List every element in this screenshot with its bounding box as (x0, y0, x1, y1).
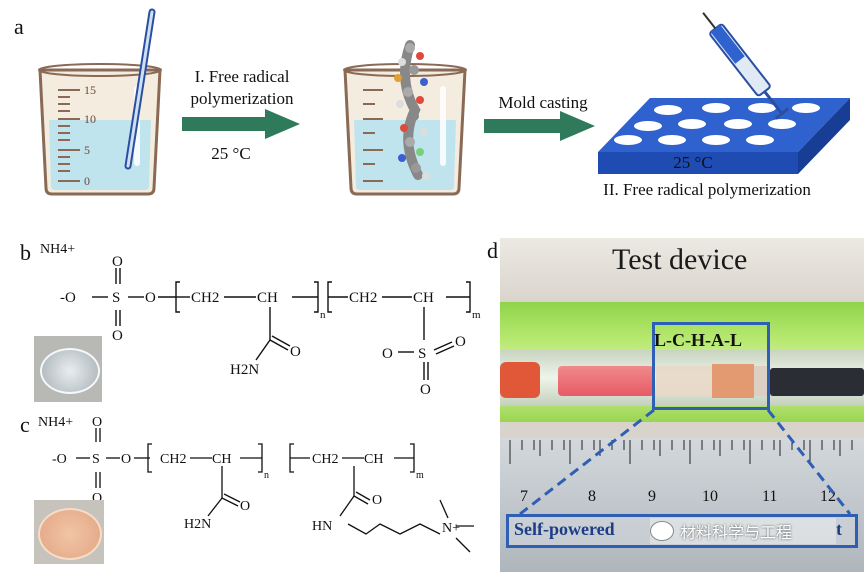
step1-label-line1: I. Free radical (194, 67, 290, 86)
step3-label: II. Free radical polymerization (603, 180, 811, 199)
zoom-lines (519, 408, 852, 516)
caption-box (506, 514, 858, 548)
panel-letter-c: c (20, 412, 30, 437)
b-amide-nh2: H2N (230, 362, 259, 378)
caption-tail: t (836, 519, 842, 539)
step2-label: Mold casting (498, 93, 588, 112)
panel-letter-b: b (20, 240, 31, 265)
c-counter-ion: NH4+ (38, 415, 74, 430)
b-sulfur-1: S (112, 290, 120, 306)
beaker-2 (343, 40, 467, 196)
c-oxygen-top: O (92, 415, 102, 430)
b-counter-ion: NH4+ (40, 242, 76, 257)
b-ch-2: CH (413, 290, 434, 306)
step1-temperature: 25 °C (211, 144, 251, 163)
ruler-11: 11 (762, 488, 778, 505)
ruler-8: 8 (588, 488, 596, 505)
beaker-tick-5: 5 (84, 143, 90, 157)
layer-label: L-C-H-A-L (654, 330, 742, 350)
syringe-icon (702, 12, 790, 120)
b-subscript-m: m (472, 309, 481, 321)
hydrogel-photo-clear (34, 336, 102, 402)
c-sulfonate-head: -O (52, 452, 67, 467)
b-sulfur-2: S (418, 346, 426, 362)
c-amide2-oxygen: O (372, 493, 382, 508)
b-oxygen-bottom: O (112, 328, 123, 344)
beaker-tick-0: 0 (84, 174, 90, 188)
panel-c-structure: -O S O O O CH2 CH n O H2N CH2 CH m O HN … (52, 415, 474, 553)
test-device-photo: 7 8 9 10 11 12 (500, 238, 864, 572)
c-ch-2: CH (364, 452, 383, 467)
ruler-scale (509, 440, 853, 464)
beaker-tick-15: 15 (84, 83, 96, 97)
c-subscript-m: m (416, 470, 424, 481)
casting-plate (598, 98, 850, 174)
arrow-step-2 (484, 111, 595, 141)
watermark-text: 材料科学与工程 (680, 523, 793, 542)
b-ch-1: CH (257, 290, 278, 306)
arrow-step-1 (182, 109, 300, 139)
panel-letter-a: a (14, 14, 24, 39)
c-quaternary-n: N+ (442, 521, 460, 536)
b-sulfonate-head: -O (60, 290, 76, 306)
hydrogel-photo-amber (34, 500, 104, 564)
c-ch2-2: CH2 (312, 452, 338, 467)
beaker-tick-10: 10 (84, 112, 96, 126)
ruler-7: 7 (520, 488, 528, 505)
b-sulfonate-oxygen-right: O (455, 334, 466, 350)
c-ch-1: CH (212, 452, 231, 467)
c-hn: HN (312, 519, 332, 534)
test-device-title: Test device (612, 243, 748, 276)
b-oxygen-top: O (112, 254, 123, 270)
panel-b-structure: -O S O O O CH2 CH n O H2N CH2 CH m S O O… (60, 254, 481, 398)
beaker-1 (38, 8, 162, 196)
b-amide-oxygen: O (290, 344, 301, 360)
c-ch2-1: CH2 (160, 452, 186, 467)
ruler-9: 9 (648, 488, 656, 505)
step1-label-line2: polymerization (190, 89, 294, 108)
c-amide-oxygen: O (240, 499, 250, 514)
c-subscript-n: n (264, 470, 269, 481)
caption-text: Self-powered (514, 519, 615, 539)
b-sulfonate-oxygen-bottom: O (420, 382, 431, 398)
panel-a-schematic: 15 10 5 0 (38, 8, 850, 196)
ruler-10: 10 (702, 488, 718, 505)
c-oxygen-link: O (121, 452, 131, 467)
b-sulfonate-oxygen-left: O (382, 346, 393, 362)
b-ch2-1: CH2 (191, 290, 219, 306)
zoom-box (652, 322, 770, 410)
watermark: 材料科学与工程 (650, 518, 836, 544)
b-ch2-2: CH2 (349, 290, 377, 306)
c-sulfur: S (92, 452, 100, 467)
b-oxygen-link: O (145, 290, 156, 306)
plate-temperature: 25 °C (673, 153, 713, 172)
panel-letter-d: d (487, 238, 498, 263)
polymer-chain-molecule (394, 40, 430, 180)
wechat-icon (650, 521, 674, 541)
b-subscript-n: n (320, 309, 326, 321)
c-amide-nh2: H2N (184, 517, 211, 532)
c-oxygen-bottom: O (92, 491, 102, 506)
